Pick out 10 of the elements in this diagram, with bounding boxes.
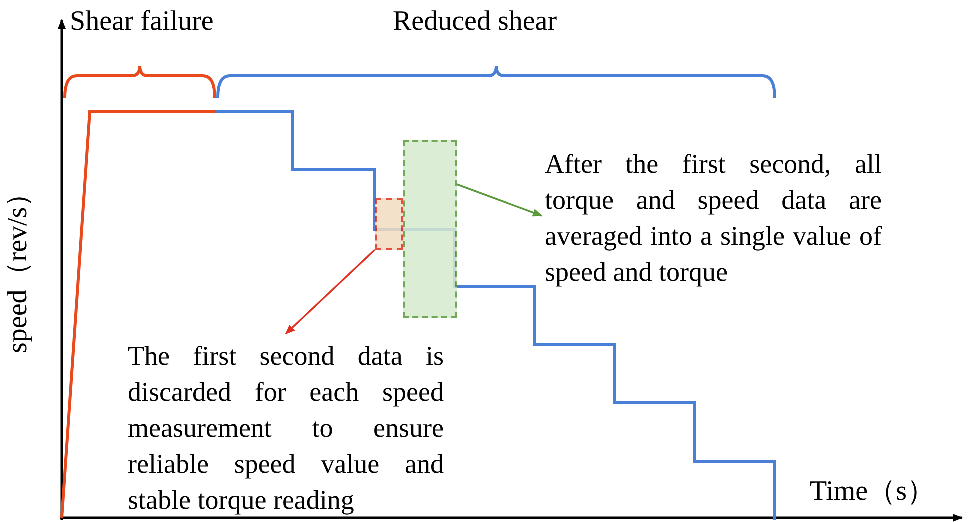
bracket-label: Reduced shear — [393, 6, 558, 37]
leader-arrow — [285, 249, 376, 335]
annotation-text: After the first second, all torque and speed data are averaged into a single value of speed and torque — [545, 146, 882, 290]
dashed-box — [403, 140, 457, 318]
annotation-text: The first second data is discarded for each speed measurement to ensure reliable speed value and stable torque reading — [128, 338, 444, 518]
dashed-box — [375, 198, 403, 250]
axis-label: speed（rev/s） — [2, 194, 34, 354]
bracket-label: Shear failure — [70, 6, 214, 37]
leader-arrow — [456, 184, 543, 217]
axis-label: Time（s） — [810, 476, 936, 507]
